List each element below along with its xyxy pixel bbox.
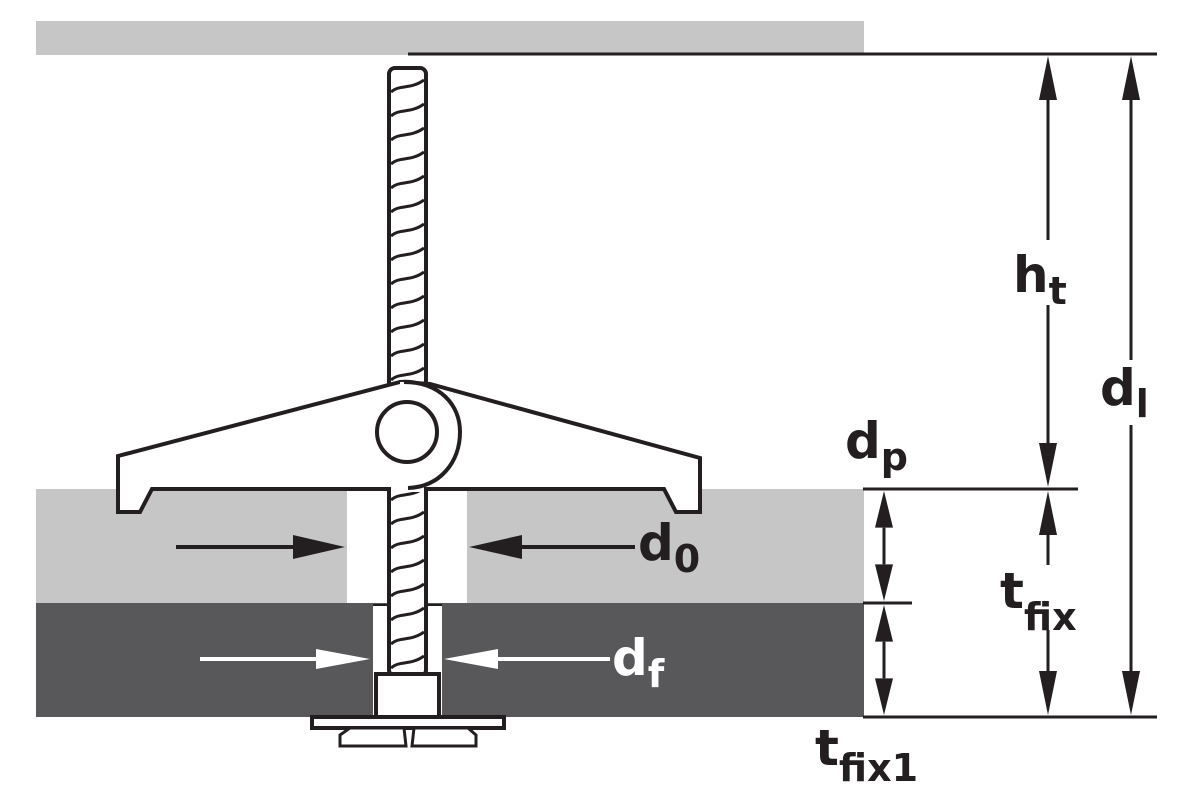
df-dimension-arrows	[200, 649, 610, 669]
vertical-dimension-arrow	[1122, 56, 1140, 715]
label-df: df	[612, 629, 665, 696]
threaded-rod	[387, 66, 428, 678]
label-d0: d0	[638, 514, 700, 581]
vertical-dimension-arrow	[875, 605, 893, 715]
extension-lines	[408, 52, 1157, 719]
vertical-dimension-arrow	[1039, 56, 1057, 487]
label-tfix1: tfix1	[815, 719, 918, 790]
bolt-wing-nut	[338, 726, 478, 748]
bolt-head	[374, 672, 441, 719]
label-tfix: tfix	[1000, 562, 1077, 639]
vertical-dimension-arrow	[1039, 491, 1057, 715]
ceiling-slab	[36, 21, 864, 55]
dimension-arrows	[875, 56, 1140, 715]
washer	[310, 715, 506, 730]
pivot-pin	[375, 400, 439, 464]
label-dp: dp	[845, 412, 908, 479]
vertical-dimension-arrow	[875, 491, 893, 601]
label-ht: ht	[1013, 246, 1067, 313]
label-dl: dl	[1100, 359, 1149, 426]
d0-dimension-arrows	[176, 535, 635, 559]
